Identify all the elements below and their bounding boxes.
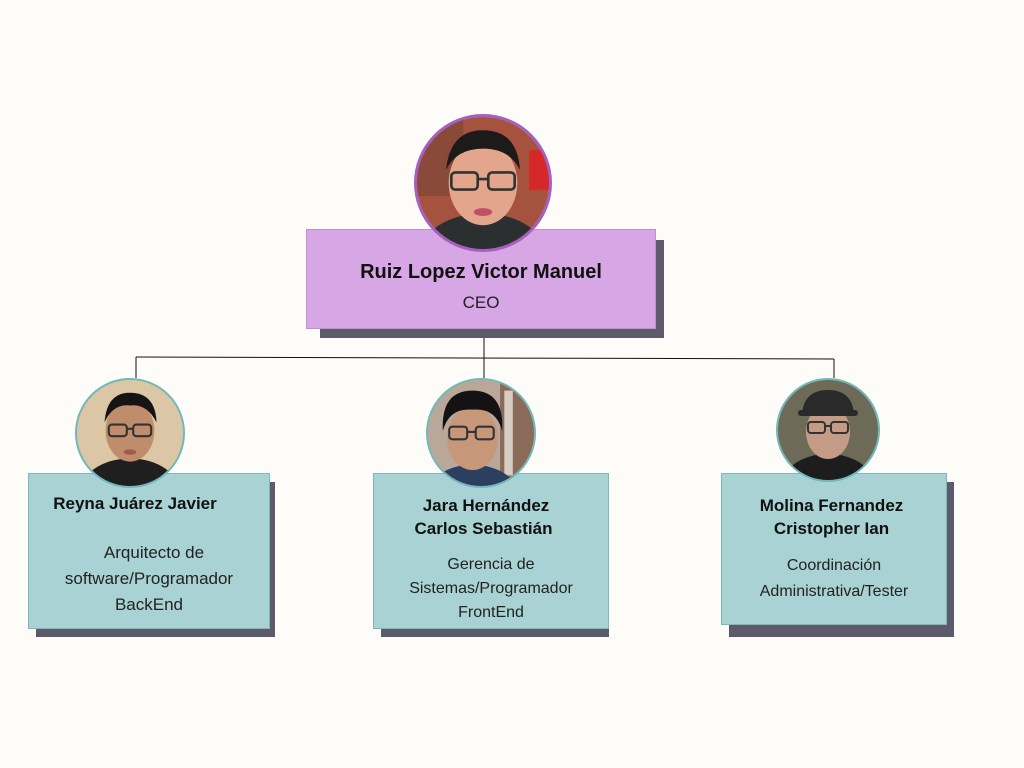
member-role-line: BackEnd [114,595,184,614]
member-name-line: Jara Hernández [422,496,550,515]
person-photo-icon [778,380,878,480]
member-name-line: Reyna Juárez Javier [53,494,217,513]
ceo-role: CEO [462,293,500,312]
member-role-line: Arquitecto de [103,543,205,562]
member-card: Jara Hernández Carlos Sebastián Gerencia… [373,473,609,629]
member-avatar [426,378,536,488]
ceo-name: Ruiz Lopez Victor Manuel [360,261,602,283]
member-avatar [776,378,880,482]
member-role-line: Gerencia de [447,556,535,573]
member-role-line: FrontEnd [458,604,524,621]
member-role-line: Coordinación [786,557,882,574]
member-role: Coordinación Administrativa/Tester [722,553,946,605]
person-photo-icon [77,380,183,486]
member-role: Gerencia de Sistemas/Programador FrontEn… [374,553,608,625]
member-name-line: Molina Fernandez [759,496,904,515]
member-name: Reyna Juárez Javier [1,494,269,514]
member-name: Molina Fernandez Cristopher Ian [722,494,946,540]
member-avatar [75,378,185,488]
member-name: Jara Hernández Carlos Sebastián [374,494,608,540]
member-name-line: Carlos Sebastián [414,519,553,538]
member-role: Arquitecto de software/Programador BackE… [29,540,269,618]
member-name-line: Cristopher Ian [773,519,890,538]
member-role-line: Sistemas/Programador [409,580,573,597]
member-role-line: software/Programador [64,569,234,588]
member-card: Reyna Juárez Javier Arquitecto de softwa… [28,473,270,629]
person-photo-icon [428,380,534,486]
person-photo-icon [417,117,549,249]
member-card: Molina Fernandez Cristopher Ian Coordina… [721,473,947,625]
member-role-line: Administrativa/Tester [759,583,909,600]
ceo-avatar [414,114,552,252]
